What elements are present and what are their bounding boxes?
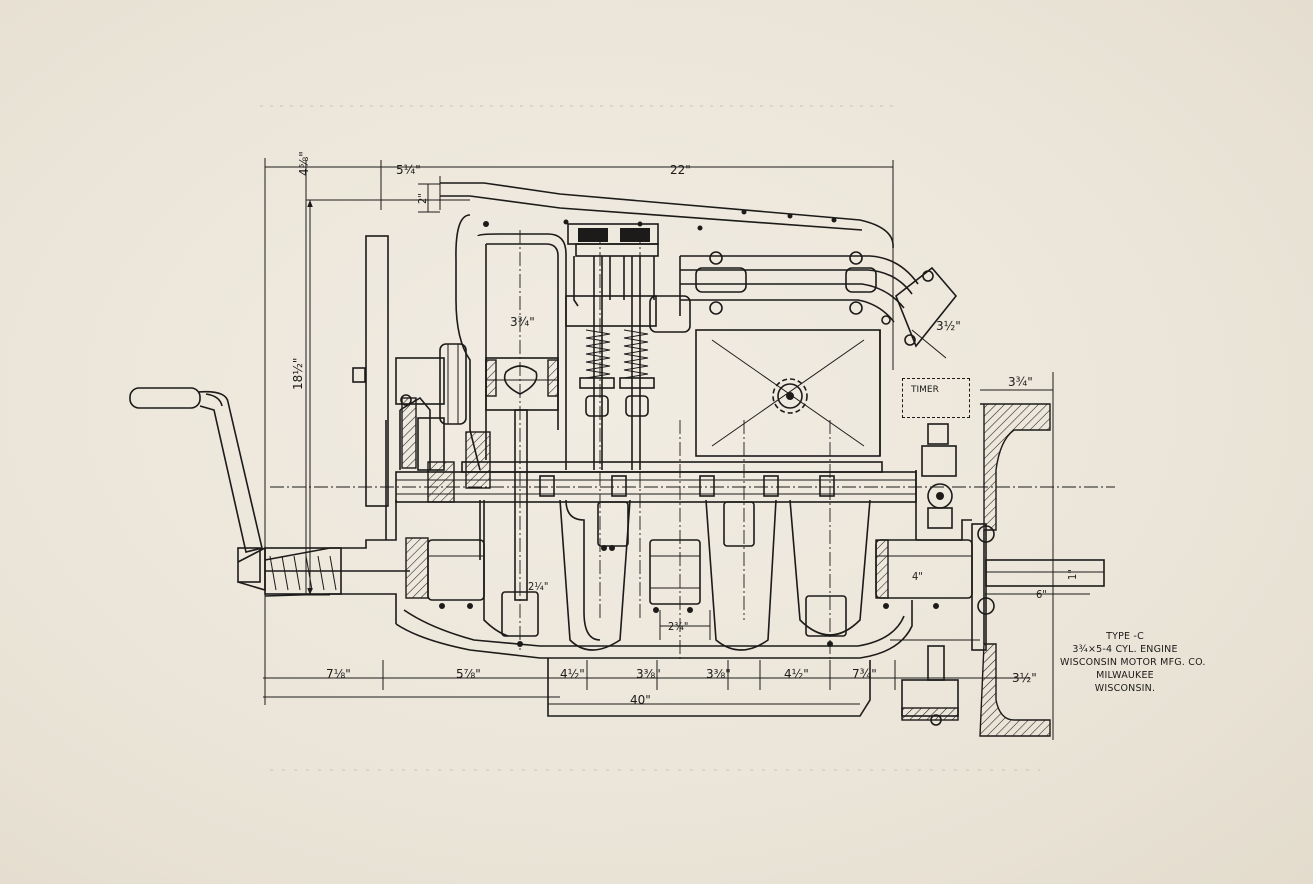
dim-bottom-2: 5⅞" bbox=[456, 667, 481, 681]
oil-pan bbox=[395, 500, 913, 717]
dim-bottom-4: 3⅜" bbox=[636, 667, 661, 681]
dim-bottom-7: 7¾" bbox=[852, 667, 877, 681]
title-state: WISCONSIN. bbox=[1094, 683, 1156, 694]
valve-assembly bbox=[565, 223, 691, 470]
dim-bottom-6: 4½" bbox=[784, 667, 809, 681]
title-type: TYPE -C bbox=[1106, 631, 1144, 642]
dim-overall-length: 40" bbox=[630, 693, 651, 707]
timer-outline: TIMER bbox=[902, 378, 970, 418]
magneto-timer bbox=[915, 423, 972, 541]
timer-label: TIMER bbox=[911, 385, 939, 395]
manifold bbox=[679, 251, 958, 359]
title-company: WISCONSIN MOTOR MFG. CO. bbox=[1060, 657, 1206, 668]
cylinder-block bbox=[455, 214, 567, 601]
dim-outlet: 3½" bbox=[936, 319, 961, 333]
dim-crank-pin: 2¼" bbox=[528, 580, 548, 593]
dim-bearing-len: 4" bbox=[912, 570, 923, 583]
dim-height: 18½" bbox=[291, 358, 305, 390]
dimension-labels: 4⅝" 5¼" 22" 2" 18½" 3¾" 3¾" 2¼" 2¾" 1" 6… bbox=[291, 151, 1079, 707]
dim-bottom-5: 3⅜" bbox=[706, 667, 731, 681]
dim-flywheel-width: 3¾" bbox=[1008, 375, 1033, 389]
dim-pin-spacing: 2¾" bbox=[668, 620, 688, 633]
side-cover-plate bbox=[695, 329, 881, 457]
dim-top-overall: 22" bbox=[670, 163, 691, 177]
front-crankcase bbox=[264, 394, 445, 624]
dim-bottom-3: 4½" bbox=[560, 667, 585, 681]
dim-top-mid: 5¼" bbox=[396, 163, 421, 177]
dim-bore: 3¾" bbox=[510, 315, 535, 329]
hand-crank bbox=[129, 387, 266, 592]
fan-pulley bbox=[352, 235, 467, 507]
valve-cover bbox=[440, 182, 894, 249]
dim-shaft-dia: 1" bbox=[1066, 569, 1079, 580]
dimension-lines bbox=[263, 158, 1090, 740]
title-block: TYPE -C 3¾×5-4 CYL. ENGINE WISCONSIN MOT… bbox=[1060, 630, 1206, 695]
flywheel bbox=[971, 403, 1105, 737]
dim-top-left: 4⅝" bbox=[297, 151, 311, 176]
dim-cover-rise: 2" bbox=[416, 193, 429, 204]
title-city: MILWAUKEE bbox=[1096, 670, 1154, 681]
dim-shaft-length: 6" bbox=[1036, 588, 1047, 601]
oil-level-gauge bbox=[890, 639, 980, 726]
faint-artifacts bbox=[260, 105, 1040, 771]
dim-bottom-8: 3½" bbox=[1012, 671, 1037, 685]
title-engine: 3¾×5-4 CYL. ENGINE bbox=[1072, 644, 1178, 655]
rod-bearings bbox=[405, 501, 973, 647]
dim-bottom-1: 7⅛" bbox=[326, 667, 351, 681]
